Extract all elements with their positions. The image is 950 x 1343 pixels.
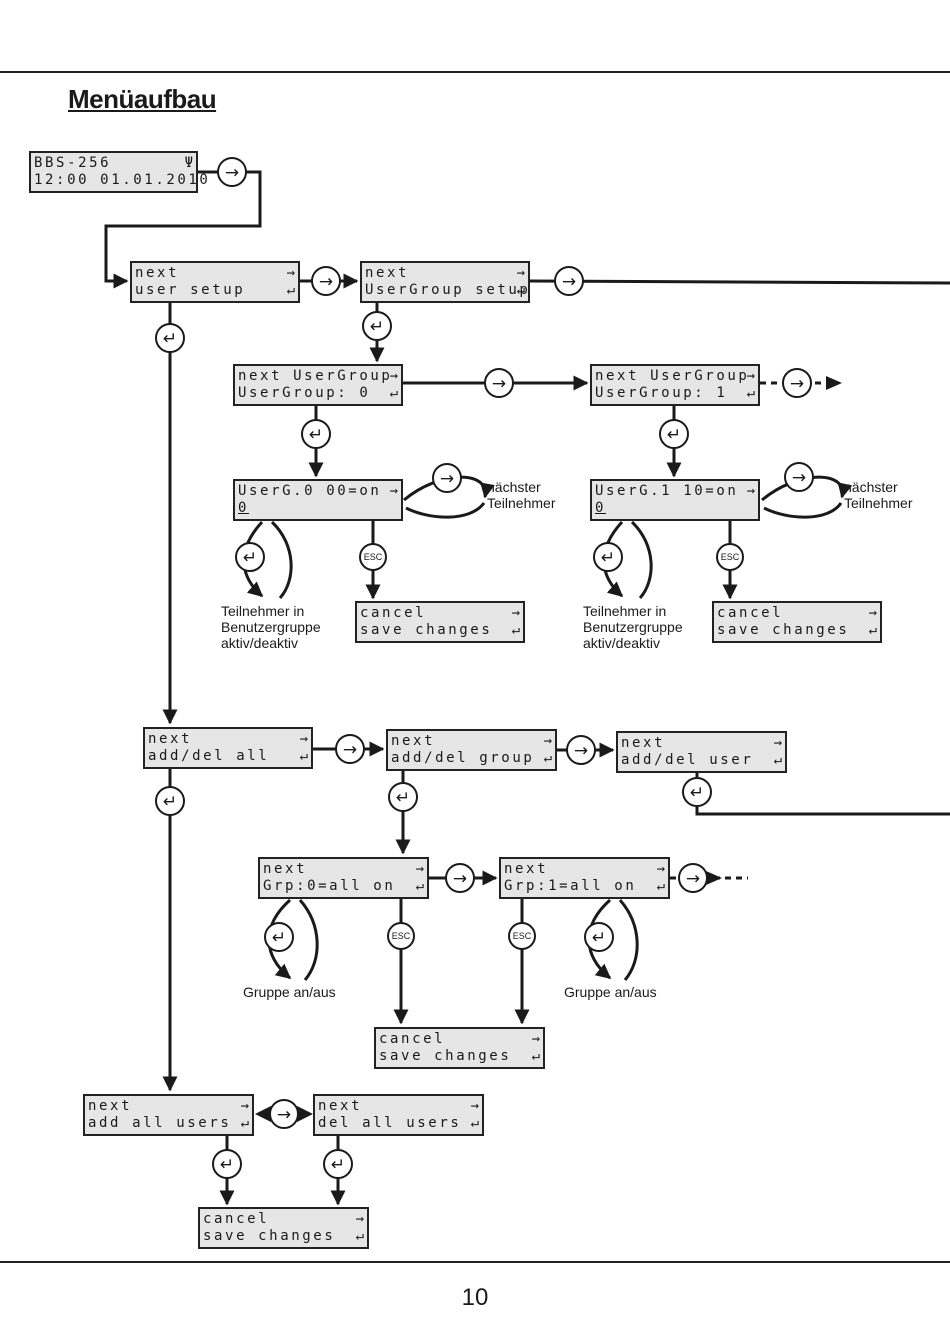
enter-icon: ↵ (163, 329, 177, 349)
next-icon: → (440, 469, 454, 489)
next-icon: → (277, 1105, 291, 1125)
screen-next-usergroup-0: next UserGroup→ UserGroup: 0↵ (233, 364, 403, 406)
enter-icon: ↵ (511, 622, 520, 638)
next-icon: → (656, 861, 665, 877)
next-icon: → (531, 1031, 540, 1047)
next-icon: → (225, 163, 239, 183)
note-group-toggle-b: Gruppe an/aus (564, 984, 657, 1000)
screen-userg-0: UserG.0 00=on→ 0 (233, 479, 403, 521)
screen-add-del-all: next→ add/del all↵ (143, 727, 313, 769)
next-icon: → (470, 1098, 479, 1114)
next-icon: → (319, 272, 333, 292)
next-icon: → (299, 731, 308, 747)
enter-icon: ↵ (396, 788, 410, 808)
next-icon: → (355, 1211, 364, 1227)
next-icon: → (389, 368, 398, 384)
enter-icon: ↵ (516, 282, 525, 298)
enter-icon: ↵ (543, 750, 552, 766)
enter-icon: ↵ (220, 1155, 234, 1175)
next-icon: → (286, 265, 295, 281)
esc-icon: ESC (364, 552, 383, 562)
enter-icon: ↵ (309, 425, 323, 445)
page-title: Menüaufbau (68, 84, 217, 114)
screen-user-setup: next→ user setup↵ (130, 261, 300, 303)
cursor-value: 0 (595, 500, 607, 516)
esc-icon: ESC (721, 552, 740, 562)
enter-icon: ↵ (272, 928, 286, 948)
screen-grp-0: next→ Grp:0=all on↵ (258, 857, 429, 899)
next-icon: → (790, 374, 804, 394)
enter-icon: ↵ (470, 1115, 479, 1131)
enter-icon: ↵ (389, 385, 398, 401)
next-icon: → (453, 869, 467, 889)
note-group-toggle-a: Gruppe an/aus (243, 984, 336, 1000)
screen-cancel-c: cancel→ save changes↵ (374, 1027, 545, 1069)
screen-add-del-group: next→ add/del group↵ (386, 729, 557, 771)
cursor-value: 0 (238, 500, 250, 516)
enter-icon: ↵ (355, 1228, 364, 1244)
screen-cancel-a: cancel→ save changes↵ (355, 601, 525, 643)
next-icon: → (686, 869, 700, 889)
next-icon: → (415, 861, 424, 877)
screen-del-all-users: next→ del all users↵ (313, 1094, 484, 1136)
esc-icon: ESC (392, 931, 411, 941)
next-icon: → (389, 483, 398, 499)
screen-add-all-users: next→ add all users↵ (83, 1094, 254, 1136)
enter-icon: ↵ (868, 622, 877, 638)
enter-icon: ↵ (592, 928, 606, 948)
next-icon: → (516, 265, 525, 281)
enter-icon: ↵ (240, 1115, 249, 1131)
next-icon: → (792, 468, 806, 488)
screen-next-usergroup-1: next UserGroup→ UserGroup: 1↵ (590, 364, 760, 406)
next-icon: → (543, 733, 552, 749)
screen-userg-1: UserG.1 10=on→ 0 (590, 479, 760, 521)
screen-add-del-user: next→ add/del user↵ (616, 731, 787, 773)
next-icon: → (492, 374, 506, 394)
esc-icon: ESC (513, 931, 532, 941)
enter-icon: ↵ (746, 385, 755, 401)
bottom-rule (0, 1261, 950, 1263)
enter-icon: ↵ (667, 425, 681, 445)
enter-icon: ↵ (243, 548, 257, 568)
antenna-icon: Ψ (184, 155, 193, 171)
enter-icon: ↵ (773, 752, 782, 768)
enter-icon: ↵ (415, 878, 424, 894)
screen-cancel-d: cancel→ save changes↵ (198, 1207, 369, 1249)
enter-icon: ↵ (163, 792, 177, 812)
next-icon: → (746, 483, 755, 499)
next-icon: → (746, 368, 755, 384)
screen-usergroup-setup: next→ UserGroup setup↵ (360, 261, 530, 303)
top-rule (0, 71, 950, 73)
enter-icon: ↵ (690, 783, 704, 803)
next-icon: → (240, 1098, 249, 1114)
page-number: 10 (461, 1284, 489, 1311)
next-icon: → (773, 735, 782, 751)
enter-icon: ↵ (299, 748, 308, 764)
enter-icon: ↵ (531, 1048, 540, 1064)
next-icon: → (562, 272, 576, 292)
screen-grp-1: next→ Grp:1=all on↵ (499, 857, 670, 899)
enter-icon: ↵ (370, 317, 384, 337)
enter-icon: ↵ (656, 878, 665, 894)
next-icon: → (343, 740, 357, 760)
screen-cancel-b: cancel→ save changes↵ (712, 601, 882, 643)
next-icon: → (868, 605, 877, 621)
next-icon: → (574, 741, 588, 761)
enter-icon: ↵ (601, 548, 615, 568)
enter-icon: ↵ (331, 1155, 345, 1175)
next-icon: → (511, 605, 520, 621)
enter-icon: ↵ (286, 282, 295, 298)
